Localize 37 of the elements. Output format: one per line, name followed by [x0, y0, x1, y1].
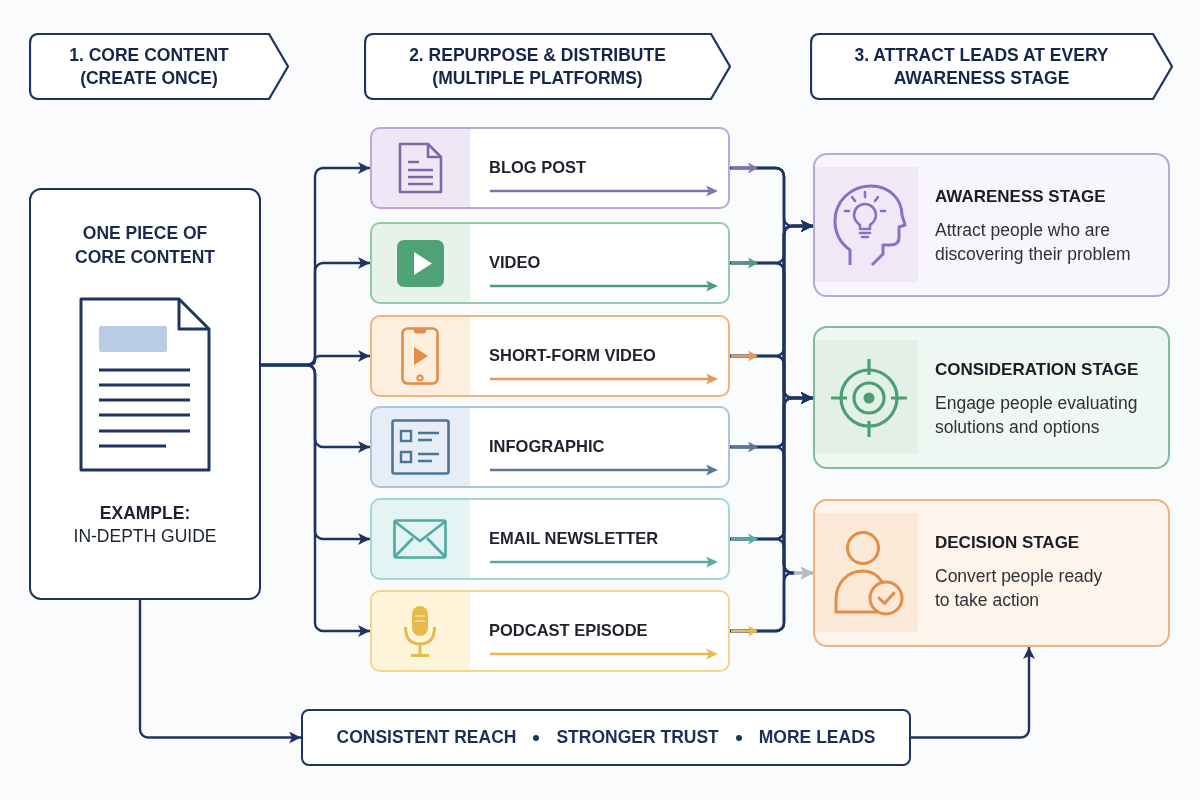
platform-title: INFOGRAPHIC: [489, 436, 605, 457]
stage-card: [813, 499, 1170, 647]
stage-card: [813, 153, 1170, 297]
platform-card: [370, 315, 730, 397]
platform-title: BLOG POST: [489, 157, 587, 178]
platform-card: [370, 127, 730, 209]
arrow: [911, 647, 1035, 739]
stage-description: Engage people evaluating solutions and options: [935, 392, 1139, 439]
stage-description: Attract people who are discovering their problem: [935, 219, 1132, 266]
card-heading: ONE PIECE OF CORE CONTENT: [74, 222, 216, 269]
step-chevron: [29, 33, 289, 100]
arrow: [138, 600, 301, 744]
outcome-bar: [301, 709, 911, 766]
stage-title: DECISION STAGE: [935, 533, 1080, 553]
arrow: [261, 363, 370, 637]
stage-title: AWARENESS STAGE: [935, 187, 1106, 207]
platform-card: [370, 406, 730, 488]
platform-title: SHORT-FORM VIDEO: [489, 345, 656, 366]
content-card: [29, 188, 261, 600]
platform-title: VIDEO: [489, 252, 541, 273]
platform-title: EMAIL NEWSLETTER: [489, 528, 659, 549]
platform-card: [370, 498, 730, 580]
step-title: 2. REPURPOSE & DISTRIBUTE (MULTIPLE PLATFORMS): [408, 43, 667, 90]
example-text: EXAMPLE: IN-DEPTH GUIDE: [72, 502, 218, 548]
step-title: 3. ATTRACT LEADS AT EVERY AWARENESS STAGE: [853, 43, 1110, 90]
outcome-text: CONSISTENT REACH: [336, 727, 517, 748]
outcome-text: STRONGER TRUST: [556, 727, 719, 748]
stage-title: CONSIDERATION STAGE: [935, 360, 1139, 380]
outcome-text: MORE LEADS: [758, 727, 876, 748]
step-title: 1. CORE CONTENT (CREATE ONCE): [68, 43, 230, 90]
platform-card: [370, 222, 730, 304]
step-chevron: [364, 33, 731, 100]
platform-title: PODCAST EPISODE: [489, 620, 648, 641]
stage-description: Convert people ready to take action: [935, 565, 1104, 612]
step-chevron: [810, 33, 1173, 100]
platform-card: [370, 590, 730, 672]
stage-card: [813, 326, 1170, 469]
